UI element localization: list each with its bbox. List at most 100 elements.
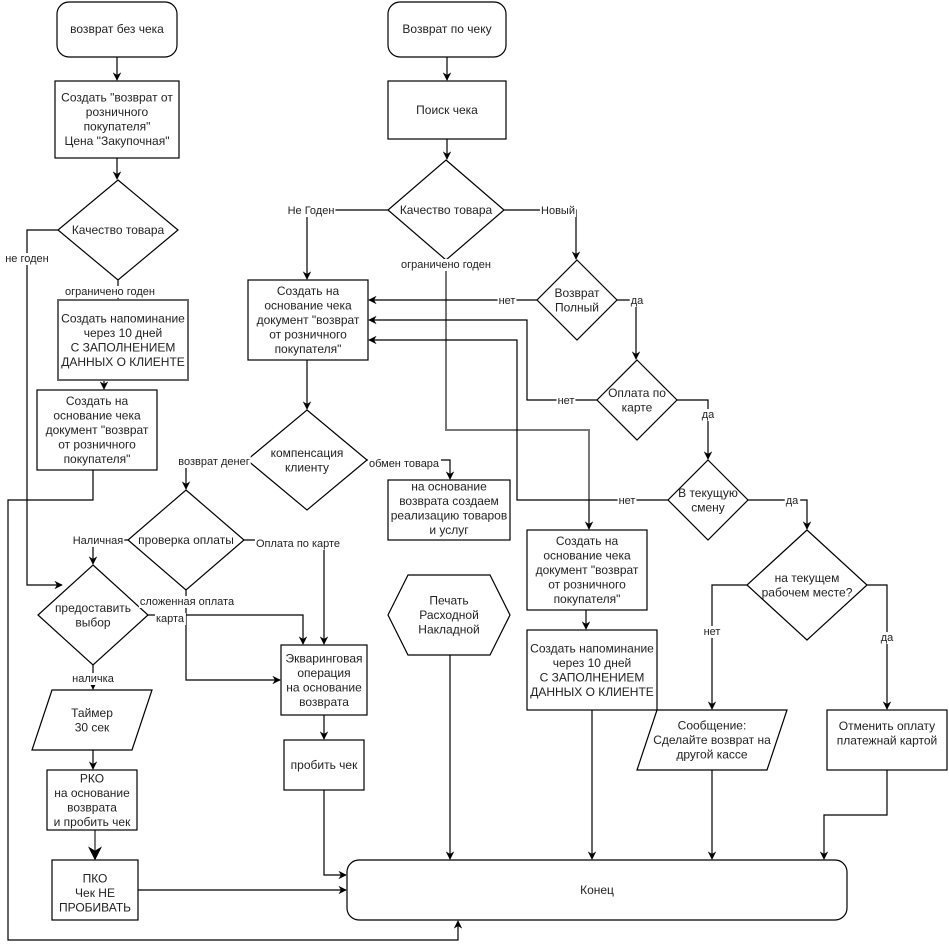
- edge-label: карта: [156, 613, 185, 625]
- node-text-line: покупателя": [554, 592, 621, 606]
- connector-arrow: [244, 539, 329, 645]
- node-text-line: Экваринговая: [286, 651, 363, 665]
- connector-arrow: [148, 614, 308, 645]
- node-text-line: розничного: [86, 105, 149, 119]
- node-text-line: Создать на: [556, 534, 619, 548]
- connector-arrow: [707, 584, 747, 710]
- edge-label-background: [64, 286, 156, 298]
- node-text-line: Поиск чека: [416, 103, 478, 117]
- print-receipt-box[interactable]: [283, 739, 365, 791]
- connector-arrow: [867, 584, 892, 710]
- node-text-line: Создать на: [277, 284, 340, 298]
- node-text-line: Отменить оплату: [839, 719, 935, 733]
- message-other-register-io[interactable]: [636, 709, 788, 771]
- current-shift-decision[interactable]: [667, 459, 749, 541]
- doc-right-box[interactable]: [526, 529, 648, 611]
- edge-label-background: [254, 538, 342, 550]
- node-text-line: клиенту: [285, 460, 329, 474]
- node-text-line: Качество товара: [72, 223, 165, 237]
- cancel-card-payment-box[interactable]: [826, 709, 948, 771]
- node-text-line: документ "возврат: [46, 423, 149, 437]
- edge-label-background: [71, 673, 116, 685]
- edge-label: да: [786, 495, 799, 507]
- edge-label-background: [702, 626, 722, 638]
- quality-right-label: Качество товара: [400, 203, 493, 217]
- node-text-line: возврата: [299, 695, 349, 709]
- start-no-receipt-terminator[interactable]: [56, 1, 178, 58]
- node-text-line: Накладной: [418, 623, 479, 637]
- acquiring-box[interactable]: [280, 644, 368, 716]
- edge-label: Не Годен: [288, 205, 335, 217]
- provide-choice-decision[interactable]: [37, 564, 149, 666]
- node-text-line: документ "возврат: [536, 563, 639, 577]
- connector-arrow: [504, 209, 581, 260]
- node-text-line: Цена "Закупочная": [65, 134, 170, 148]
- node-text-line: Конец: [580, 883, 614, 897]
- node-text-line: 30 сек: [75, 720, 110, 734]
- edge-labels: не годен ограничено годен Не Годен Новый…: [4, 205, 896, 685]
- quality-left-decision[interactable]: [57, 179, 179, 281]
- connector-arrow: [617, 299, 641, 360]
- end-label: Конец: [580, 883, 614, 897]
- start-with-receipt-terminator[interactable]: [387, 1, 507, 58]
- print-receipt-label: пробить чек: [291, 758, 358, 772]
- node-text-line: другой кассе: [676, 748, 748, 762]
- edge-label: наличка: [72, 673, 115, 685]
- search-receipt-box[interactable]: [387, 80, 507, 140]
- edge-label-background: [784, 495, 801, 507]
- edge-label: нет: [558, 395, 575, 407]
- edge-label-background: [700, 409, 717, 421]
- pko-box[interactable]: [51, 859, 139, 921]
- doc-left-box[interactable]: [36, 389, 158, 471]
- shapes: [31, 1, 948, 921]
- node-text-line: рабочем месте?: [762, 585, 853, 599]
- current-workplace-decision[interactable]: [746, 529, 868, 641]
- full-return-decision[interactable]: [536, 259, 618, 341]
- create-return-purchase-box[interactable]: [54, 80, 180, 159]
- edge-label: Наличная: [73, 535, 124, 547]
- connector-arrow: [368, 315, 597, 401]
- timer-io[interactable]: [31, 689, 153, 751]
- node-text-line: платежнай картой: [837, 733, 938, 747]
- node-text-line: на основание: [411, 479, 487, 493]
- node-text-line: Печать: [429, 594, 468, 608]
- node-text-line: Создать напоминание: [530, 641, 654, 655]
- node-text-line: Расходной: [419, 608, 479, 622]
- node-text-line: через 10 дней: [553, 656, 632, 670]
- print-invoice-hexagon[interactable]: [387, 574, 511, 656]
- card-payment-decision[interactable]: [596, 359, 678, 441]
- compensation-decision[interactable]: [246, 409, 368, 511]
- reminder-left-box[interactable]: [57, 299, 189, 381]
- end-terminator[interactable]: [346, 859, 848, 921]
- node-text-line: предоставить: [55, 601, 131, 615]
- reminder-right-box[interactable]: [526, 629, 658, 711]
- node-text-line: от розничного: [548, 578, 626, 592]
- node-text-line: С ЗАПОЛНЕНИЕМ: [540, 670, 645, 684]
- start-with-receipt-label: Возврат по чеку: [402, 22, 491, 36]
- node-text-line: ДАННЫХ О КЛИЕНТЕ: [61, 355, 185, 369]
- exchange-sale-box[interactable]: [387, 479, 511, 541]
- payment-check-decision[interactable]: [127, 489, 245, 591]
- rko-box[interactable]: [46, 769, 138, 831]
- doc-center-box[interactable]: [247, 279, 369, 361]
- edge-label: нет: [499, 295, 516, 307]
- node-text-line: РКО: [80, 771, 104, 785]
- node-text-line: проверка оплаты: [138, 533, 234, 547]
- edge-label: ограничено годен: [65, 286, 155, 298]
- node-text-line: ПРОБИВАТЬ: [59, 901, 131, 915]
- node-text-line: Сообщение:: [678, 719, 747, 733]
- edge-label-background: [617, 495, 637, 507]
- edge-label-background: [177, 456, 251, 468]
